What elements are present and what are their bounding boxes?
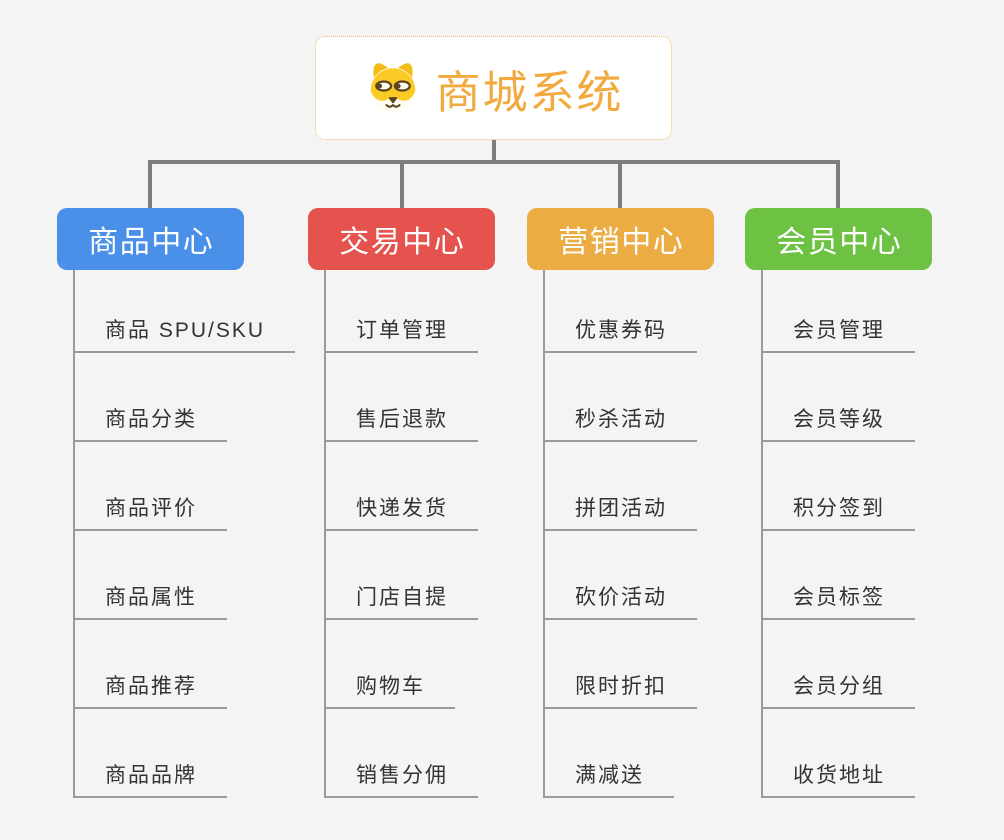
- subtopic[interactable]: 商品评价: [73, 498, 227, 531]
- subtopic[interactable]: 商品 SPU/SKU: [73, 320, 296, 353]
- subtopic-row: 满减送: [543, 709, 763, 798]
- subtopic-row: 商品推荐: [73, 620, 293, 709]
- subtopic[interactable]: 收货地址: [761, 765, 915, 798]
- subtopic-row: 商品属性: [73, 531, 293, 620]
- branch-topic[interactable]: 商品中心: [57, 208, 244, 270]
- subtopic[interactable]: 会员管理: [761, 320, 915, 353]
- subtopic-row: 快递发货: [324, 442, 544, 531]
- subtopic-row: 拼团活动: [543, 442, 763, 531]
- subtopic[interactable]: 商品属性: [73, 587, 227, 620]
- branch-topic[interactable]: 会员中心: [745, 208, 932, 270]
- subtopic[interactable]: 销售分佣: [324, 765, 478, 798]
- subtopic-row: 优惠券码: [543, 270, 763, 353]
- subtopic-row: 积分签到: [761, 442, 981, 531]
- subtopic-row: 收货地址: [761, 709, 981, 798]
- subtopic[interactable]: 商品分类: [73, 409, 227, 442]
- subtopic[interactable]: 会员标签: [761, 587, 915, 620]
- subtopic[interactable]: 门店自提: [324, 587, 478, 620]
- subtopic-row: 会员管理: [761, 270, 981, 353]
- subtopic-row: 商品品牌: [73, 709, 293, 798]
- branch-4: 会员中心 会员管理会员等级积分签到会员标签会员分组收货地址: [745, 208, 995, 798]
- subtopic[interactable]: 商品品牌: [73, 765, 227, 798]
- subtopic[interactable]: 商品推荐: [73, 676, 227, 709]
- root-topic-label: 商城系统: [435, 66, 624, 118]
- subtopic-row: 订单管理: [324, 270, 544, 353]
- subtopic-row: 砍价活动: [543, 531, 763, 620]
- subtopic-row: 会员标签: [761, 531, 981, 620]
- subtopic-row: 商品评价: [73, 442, 293, 531]
- branch-subtopic-list: 商品 SPU/SKU 商品分类商品评价商品属性商品推荐商品品牌: [73, 270, 296, 798]
- branch-topic-label: 营销中心: [558, 226, 685, 259]
- subtopic[interactable]: 会员等级: [761, 409, 915, 442]
- subtopic[interactable]: 砍价活动: [543, 587, 697, 620]
- branch-subtopic-list: 订单管理售后退款快递发货门店自提购物车销售分佣: [324, 270, 544, 798]
- subtopic-row: 销售分佣: [324, 709, 544, 798]
- subtopic-row: 商品分类: [73, 353, 293, 442]
- subtopic-row: 售后退款: [324, 353, 544, 442]
- subtopic[interactable]: 订单管理: [324, 320, 478, 353]
- branch-1: 商品中心 商品 SPU/SKU 商品分类商品评价商品属性商品推荐商品品牌: [57, 208, 307, 798]
- subtopic-row: 限时折扣: [543, 620, 763, 709]
- subtopic[interactable]: 优惠券码: [543, 320, 697, 353]
- subtopic[interactable]: 满减送: [543, 765, 674, 798]
- subtopic[interactable]: 会员分组: [761, 676, 915, 709]
- dog-face-icon: [363, 59, 423, 118]
- subtopic-row: 会员等级: [761, 353, 981, 442]
- subtopic[interactable]: 购物车: [324, 676, 455, 709]
- subtopic[interactable]: 快递发货: [324, 498, 478, 531]
- subtopic[interactable]: 秒杀活动: [543, 409, 697, 442]
- branch-2: 交易中心 订单管理售后退款快递发货门店自提购物车销售分佣: [308, 208, 558, 798]
- subtopic-row: 秒杀活动: [543, 353, 763, 442]
- subtopic-row: 商品 SPU/SKU: [73, 270, 296, 353]
- subtopic-row: 购物车: [324, 620, 544, 709]
- branch-subtopic-list: 会员管理会员等级积分签到会员标签会员分组收货地址: [761, 270, 981, 798]
- branch-topic[interactable]: 交易中心: [308, 208, 495, 270]
- branch-topic-label: 商品中心: [88, 226, 215, 259]
- subtopic[interactable]: 限时折扣: [543, 676, 697, 709]
- subtopic[interactable]: 拼团活动: [543, 498, 697, 531]
- branch-subtopic-list: 优惠券码秒杀活动拼团活动砍价活动限时折扣满减送: [543, 270, 763, 798]
- root-topic[interactable]: 商城系统: [315, 36, 672, 140]
- branch-3: 营销中心 优惠券码秒杀活动拼团活动砍价活动限时折扣满减送: [527, 208, 777, 798]
- branch-topic-label: 会员中心: [776, 226, 903, 259]
- subtopic[interactable]: 积分签到: [761, 498, 915, 531]
- subtopic[interactable]: 售后退款: [324, 409, 478, 442]
- subtopic-row: 门店自提: [324, 531, 544, 620]
- branch-topic-label: 交易中心: [339, 226, 466, 259]
- subtopic-row: 会员分组: [761, 620, 981, 709]
- branch-topic[interactable]: 营销中心: [527, 208, 714, 270]
